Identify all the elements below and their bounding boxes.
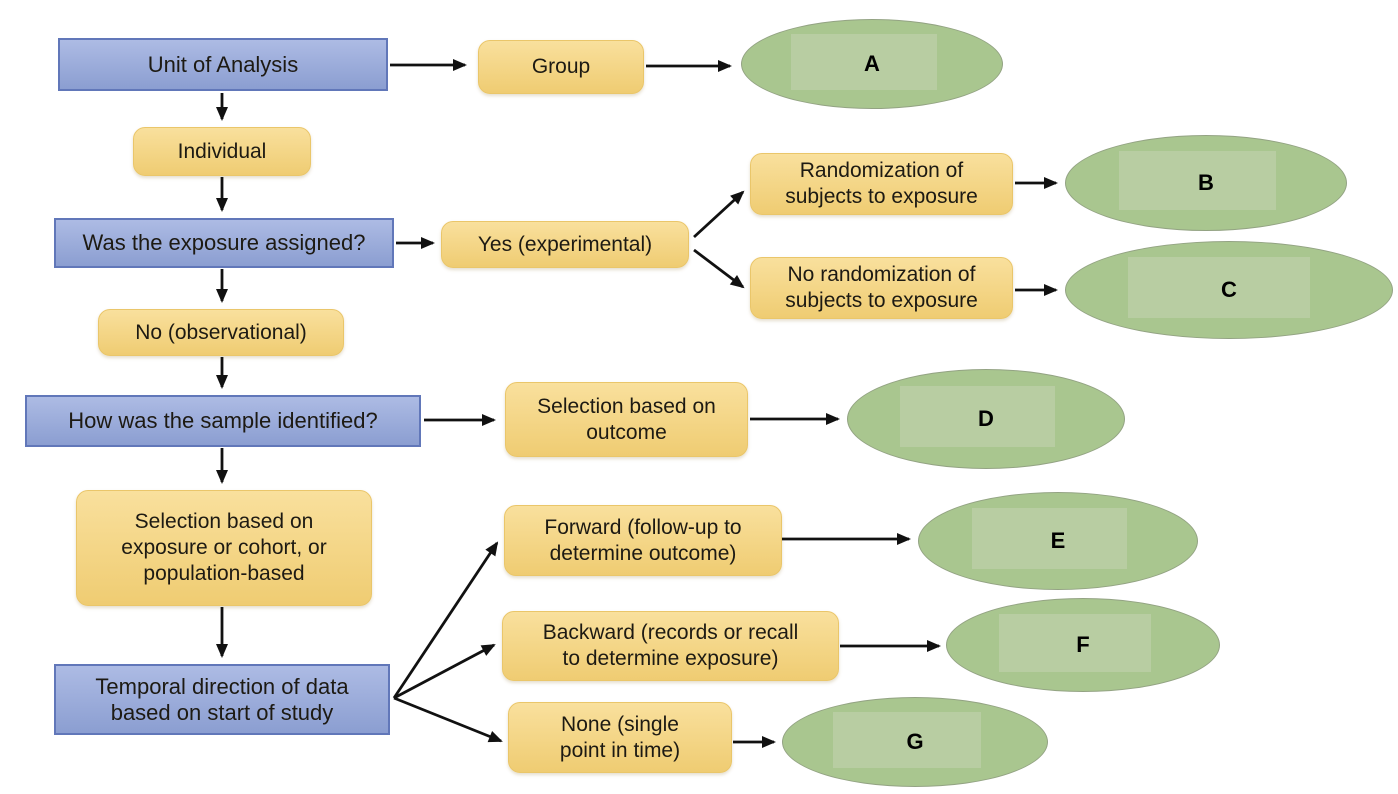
node-label: Yes (experimental) — [477, 232, 653, 256]
node-label: Randomization of subjects to exposure — [785, 159, 978, 208]
arrow-temporal-to-forward — [392, 541, 499, 699]
node-randomization: Randomization of subjects to exposure — [750, 153, 1013, 215]
node-label: Unit of Analysis — [147, 51, 299, 77]
node-label: No randomization of subjects to exposure — [785, 263, 978, 312]
node-unit-of-analysis: Unit of Analysis — [58, 38, 388, 91]
result-letter: F — [1076, 632, 1090, 657]
node-individual: Individual — [133, 127, 311, 176]
node-forward: Forward (follow-up to determine outcome) — [504, 505, 782, 576]
node-result-e: E — [918, 492, 1198, 590]
result-letter: E — [1050, 528, 1066, 553]
node-result-d: D — [847, 369, 1125, 469]
node-label: Selection based on outcome — [537, 394, 716, 444]
node-temporal-direction: Temporal direction of data based on star… — [54, 664, 390, 735]
node-label: Backward (records or recall to determine… — [542, 621, 799, 670]
node-label: Forward (follow-up to determine outcome) — [544, 515, 742, 565]
node-how-sample-identified: How was the sample identified? — [25, 395, 421, 447]
node-label: No (observational) — [135, 320, 307, 344]
node-yes-experimental: Yes (experimental) — [441, 221, 689, 268]
node-no-randomization: No randomization of subjects to exposure — [750, 257, 1013, 319]
node-label: How was the sample identified? — [68, 408, 378, 433]
node-selection-exposure: Selection based on exposure or cohort, o… — [76, 490, 372, 606]
node-label: Was the exposure assigned? — [82, 230, 366, 255]
node-was-exposure-assigned: Was the exposure assigned? — [54, 218, 394, 268]
node-label: Individual — [177, 139, 267, 163]
result-letter: D — [978, 406, 994, 431]
node-result-g: G — [782, 697, 1048, 787]
node-backward: Backward (records or recall to determine… — [502, 611, 839, 681]
result-letter: C — [1221, 277, 1237, 302]
node-label: Selection based on exposure or cohort, o… — [121, 510, 327, 585]
arrow-yes-to-randomization — [693, 190, 745, 239]
node-result-f: F — [946, 598, 1220, 692]
result-letter: A — [864, 51, 880, 76]
result-letter: G — [906, 729, 924, 754]
node-selection-outcome: Selection based on outcome — [505, 382, 748, 457]
node-label: None (single point in time) — [559, 712, 681, 762]
arrow-temporal-to-backward — [393, 643, 496, 700]
arrow-temporal-to-none — [393, 696, 503, 743]
result-letter: B — [1198, 170, 1214, 195]
node-none-single: None (single point in time) — [508, 702, 732, 773]
node-label: Temporal direction of data based on star… — [95, 673, 349, 725]
node-result-c: C — [1065, 241, 1393, 339]
node-group: Group — [478, 40, 644, 94]
node-result-a: A — [741, 19, 1003, 109]
arrow-yes-to-no-randomization — [693, 248, 745, 289]
node-label: Group — [531, 55, 591, 78]
node-no-observational: No (observational) — [98, 309, 344, 356]
node-result-b: B — [1065, 135, 1347, 231]
